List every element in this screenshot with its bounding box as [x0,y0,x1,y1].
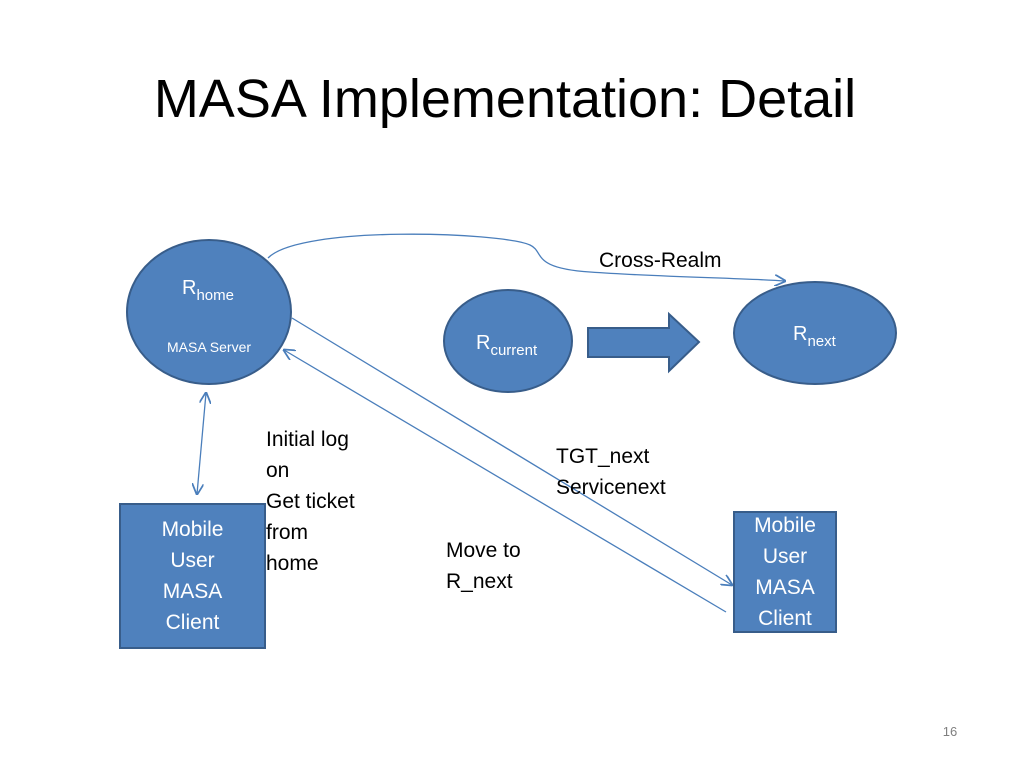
left-client-line-3: MASA [162,580,223,603]
page-number: 16 [942,724,958,739]
move-to-label: Move to R_next [446,535,521,597]
move-to-arrow [284,350,727,613]
svg-text:Rnext: Rnext [793,323,837,350]
left-client-line-2: User [170,549,215,572]
initial-logon-line-1: Initial log [266,428,349,451]
initial-logon-arrow [197,393,206,494]
block-arrow [587,311,701,374]
slide-title: MASA Implementation: Detail [153,69,857,129]
cross-realm-arrow [267,233,785,281]
initial-logon-line-3: Get ticket [266,490,355,513]
move-to-line-2: R_next [446,570,513,593]
tgt-line-1: TGT_next [556,445,650,468]
right-mobile-client-box: Mobile User MASA Client [733,511,837,633]
rnext-sub: next [807,333,836,350]
svg-text:Rhome: Rhome [182,277,234,304]
masa-server-caption: MASA Server [167,339,251,355]
right-client-line-2: User [762,545,808,568]
left-client-line-1: Mobile [161,518,224,541]
rhome-sub: home [196,287,234,304]
rnext-node: Rnext [733,281,897,385]
rnext-main: R [793,323,807,345]
tgt-line-2: Servicenext [556,476,666,499]
left-client-line-4: Client [165,611,220,634]
rcurrent-node: Rcurrent [443,289,573,393]
rhome-node: Rhome MASA Server [126,239,292,385]
cross-realm-label: Cross-Realm [599,249,722,272]
right-client-line-3: MASA [755,576,815,599]
tgt-label: TGT_next Servicenext [556,441,666,503]
initial-logon-line-4: from [266,521,308,544]
left-mobile-client-box: Mobile User MASA Client [119,503,266,649]
right-client-line-1: Mobile [754,514,816,537]
rcurrent-sub: current [490,342,538,359]
initial-logon-line-5: home [266,552,319,575]
svg-text:Rcurrent: Rcurrent [476,332,538,359]
tgt-arrow [291,317,732,585]
right-client-line-4: Client [758,607,812,630]
initial-logon-label: Initial log on Get ticket from home [266,424,355,579]
rcurrent-main: R [476,332,490,354]
rhome-main: R [182,277,196,299]
initial-logon-line-2: on [266,459,290,482]
move-to-line-1: Move to [446,539,521,562]
